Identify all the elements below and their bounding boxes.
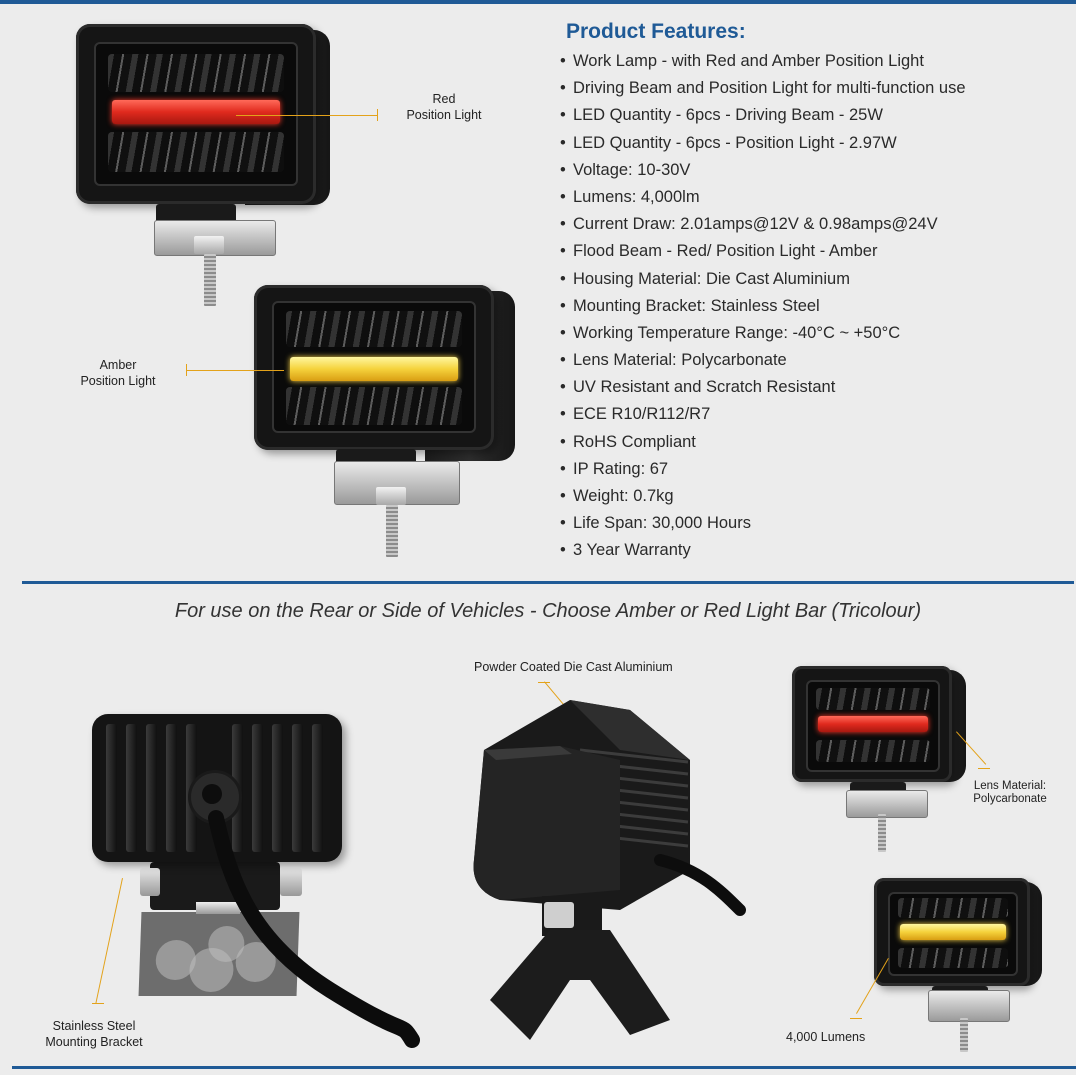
red-callout-line [236,115,378,116]
feature-item: • LED Quantity - 6pcs - Driving Beam - 25… [560,104,966,131]
feature-text: Current Draw: 2.01amps@12V & 0.98amps@24… [573,215,938,234]
bullet-icon: • [560,215,566,234]
bracket-callout-line [95,878,123,1004]
feature-text: Driving Beam and Position Light for mult… [573,79,966,98]
feature-item: • RoHS Compliant [560,431,966,458]
bottom-divider [12,1066,1076,1069]
bullet-icon: • [560,296,566,315]
bullet-icon: • [560,269,566,288]
bullet-icon: • [560,106,566,125]
feature-item: • Flood Beam - Red/ Position Light - Ambe… [560,240,966,267]
feature-item: • Life Span: 30,000 Hours [560,512,966,539]
bullet-icon: • [560,514,566,533]
feature-item: • Voltage: 10-30V [560,159,966,186]
feature-item: • Work Lamp - with Red and Amber Position… [560,50,966,77]
feature-item: • UV Resistant and Scratch Resistant [560,376,966,403]
feature-text: LED Quantity - 6pcs - Position Light - 2… [573,133,897,152]
feature-item: • Current Draw: 2.01amps@12V & 0.98amps@2… [560,213,966,240]
feature-text: Working Temperature Range: -40°C ~ +50°C [573,323,901,342]
feature-text: Work Lamp - with Red and Amber Position … [573,52,924,70]
bullet-icon: • [560,351,566,370]
bullet-icon: • [560,160,566,179]
bullet-icon: • [560,541,566,560]
bullet-icon: • [560,378,566,397]
section-divider [22,581,1074,584]
red-position-lamp-image [70,22,340,312]
feature-text: 3 Year Warranty [573,541,691,560]
feature-item: • IP Rating: 67 [560,458,966,485]
amber-position-lamp-image [250,283,520,558]
feature-text: Life Span: 30,000 Hours [573,514,751,533]
feature-item: • Weight: 0.7kg [560,485,966,512]
feature-item: • Mounting Bracket: Stainless Steel [560,295,966,322]
feature-item: • Driving Beam and Position Light for mul… [560,77,966,104]
small-amber-lamp-image [874,878,1054,1054]
mounting-bracket-plate [138,912,300,996]
feature-text: Lens Material: Polycarbonate [573,351,787,370]
product-features-list: • Work Lamp - with Red and Amber Position… [560,50,966,567]
bullet-icon: • [560,459,566,478]
bullet-icon: • [560,242,566,261]
bullet-icon: • [560,52,566,70]
feature-item: • Working Temperature Range: -40°C ~ +50°… [560,322,966,349]
bullet-icon: • [560,79,566,98]
bullet-icon: • [560,405,566,424]
usage-subtitle: For use on the Rear or Side of Vehicles … [174,600,922,622]
amber-position-light-label: Amber Position Light [80,358,156,388]
amber-light-bar [290,357,458,381]
feature-text: ECE R10/R112/R7 [573,405,711,424]
lumens-label: 4,000 Lumens [786,1030,866,1044]
feature-text: Mounting Bracket: Stainless Steel [573,296,820,315]
feature-item: • Housing Material: Die Cast Aluminium [560,268,966,295]
lens-material-label: Lens Material: Polycarbonate [973,780,1047,805]
feature-item: • ECE R10/R112/R7 [560,403,966,430]
side-view-image [473,700,746,1040]
feature-text: Housing Material: Die Cast Aluminium [573,269,850,288]
bullet-icon: • [560,432,566,451]
red-position-light-label: Red Position Light [406,92,482,122]
feature-item: • 3 Year Warranty [560,539,966,566]
amber-callout-line [186,370,284,371]
bullet-icon: • [560,323,566,342]
feature-item: • Lens Material: Polycarbonate [560,349,966,376]
feature-text: Flood Beam - Red/ Position Light - Amber [573,242,878,261]
bullet-icon: • [560,133,566,152]
feature-item: • Lumens: 4,000lm [560,186,966,213]
feature-text: Weight: 0.7kg [573,487,674,505]
feature-text: Voltage: 10-30V [573,160,691,179]
red-light-bar [112,100,280,124]
feature-text: UV Resistant and Scratch Resistant [573,378,836,397]
bullet-icon: • [560,187,566,206]
feature-item: • LED Quantity - 6pcs - Position Light - … [560,132,966,159]
top-divider [0,0,1076,4]
feature-text: IP Rating: 67 [573,459,669,478]
bullet-icon: • [560,487,566,505]
housing-material-label: Powder Coated Die Cast Aluminium [474,660,673,674]
product-features-title: Product Features: [566,20,746,43]
feature-text: LED Quantity - 6pcs - Driving Beam - 25W [573,106,883,125]
small-red-lamp-image [790,664,970,858]
feature-text: Lumens: 4,000lm [573,187,700,206]
stainless-steel-bracket-label: Stainless Steel Mounting Bracket [45,1019,143,1049]
feature-text: RoHS Compliant [573,432,696,451]
